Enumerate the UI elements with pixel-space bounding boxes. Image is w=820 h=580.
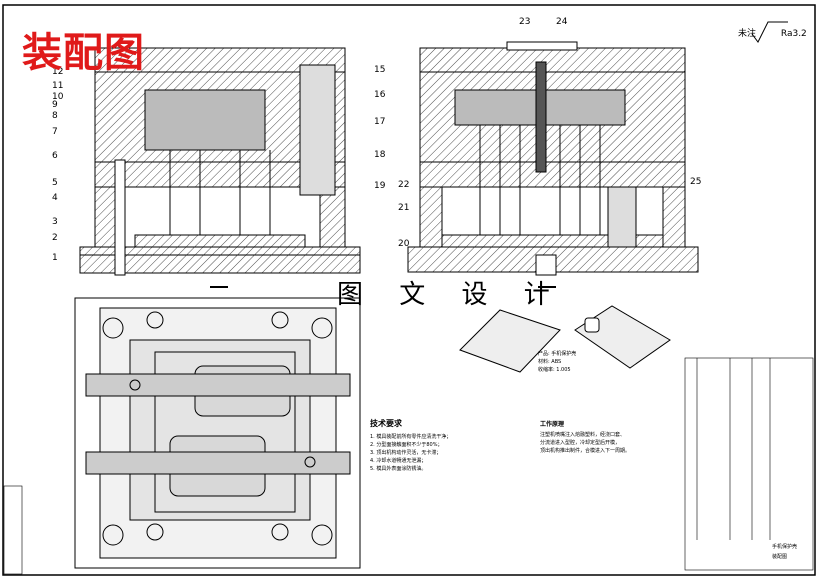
roughness-label: 未注 [738,29,757,39]
callout: 17 [374,117,385,127]
callout: 23 [519,17,530,27]
callout: 3 [52,217,58,227]
callout: 12 [52,67,63,77]
parts-list-table [684,357,814,571]
work-line: 顶出机构推出制件，合模进入下一周期。 [540,447,630,454]
title-block-name: 手机保护壳 [772,543,797,550]
callout: 1 [52,253,58,263]
working-principle: 工作原理 注塑机喷嘴注入熔融塑料，经浇口套、 分流道进入型腔，冷却定型后开模， … [540,420,630,454]
tech-line: 5. 模具外表面涂防锈油。 [370,465,426,472]
tech-title: 技术要求 [370,418,403,428]
callout: 9 [52,100,58,110]
callout: 20 [398,239,410,249]
technical-requirements: 技术要求 1. 模具装配前所有零件应清洗干净； 2. 分型面接触面积不少于80%… [370,418,451,472]
callout: 21 [398,203,409,213]
drawing-title-stamp: 装配图 [22,29,145,76]
callout: 15 [374,65,385,75]
work-title: 工作原理 [540,420,564,428]
roughness-value: Ra3.2 [780,29,807,39]
section-title: 图 文 设 计 [337,280,564,310]
product-isometric-sketch [459,305,671,373]
callout: 19 [374,181,386,191]
product-caption: 产品: 手机保护壳 材料: ABS 收缩率: 1.005 [538,350,576,373]
title-block: 手机保护壳 装配图 [772,543,797,560]
caption-line: 材料: ABS [538,358,561,365]
tech-line: 4. 冷却水道畅通无泄漏； [370,457,426,464]
tech-line: 3. 顶出机构动作灵活，无卡滞； [370,449,441,456]
plan-view [74,297,361,569]
callouts: 12 11 10 9 8 7 6 5 4 3 2 1 15 16 17 18 1… [52,17,701,263]
title-block-drawing: 装配图 [772,553,787,560]
side-stamp-strip [3,485,23,575]
callout: 4 [52,193,58,203]
callout: 10 [52,92,64,102]
callout: 2 [52,233,58,243]
callout: 16 [374,90,386,100]
callout: 11 [52,81,63,91]
callout: 18 [374,150,386,160]
callout: 6 [52,151,58,161]
work-line: 注塑机喷嘴注入熔融塑料，经浇口套、 [540,431,625,438]
sheet-frame [2,4,816,576]
roughness-symbol-icon [751,21,788,43]
roughness-note: 未注 Ra3.2 [738,26,807,39]
left-section-view [79,47,361,288]
callout: 8 [52,111,58,121]
caption-line: 收缩率: 1.005 [538,366,571,373]
callout: 22 [398,180,409,190]
callout: 25 [690,177,701,187]
tech-line: 1. 模具装配前所有零件应清洗干净； [370,433,451,440]
work-line: 分流道进入型腔，冷却定型后开模， [540,439,620,446]
tech-line: 2. 分型面接触面积不少于80%； [370,441,442,448]
right-section-view [407,41,699,288]
callout: 7 [52,127,58,137]
caption-line: 产品: 手机保护壳 [538,350,576,357]
callout: 5 [52,178,58,188]
callout: 24 [556,17,568,27]
